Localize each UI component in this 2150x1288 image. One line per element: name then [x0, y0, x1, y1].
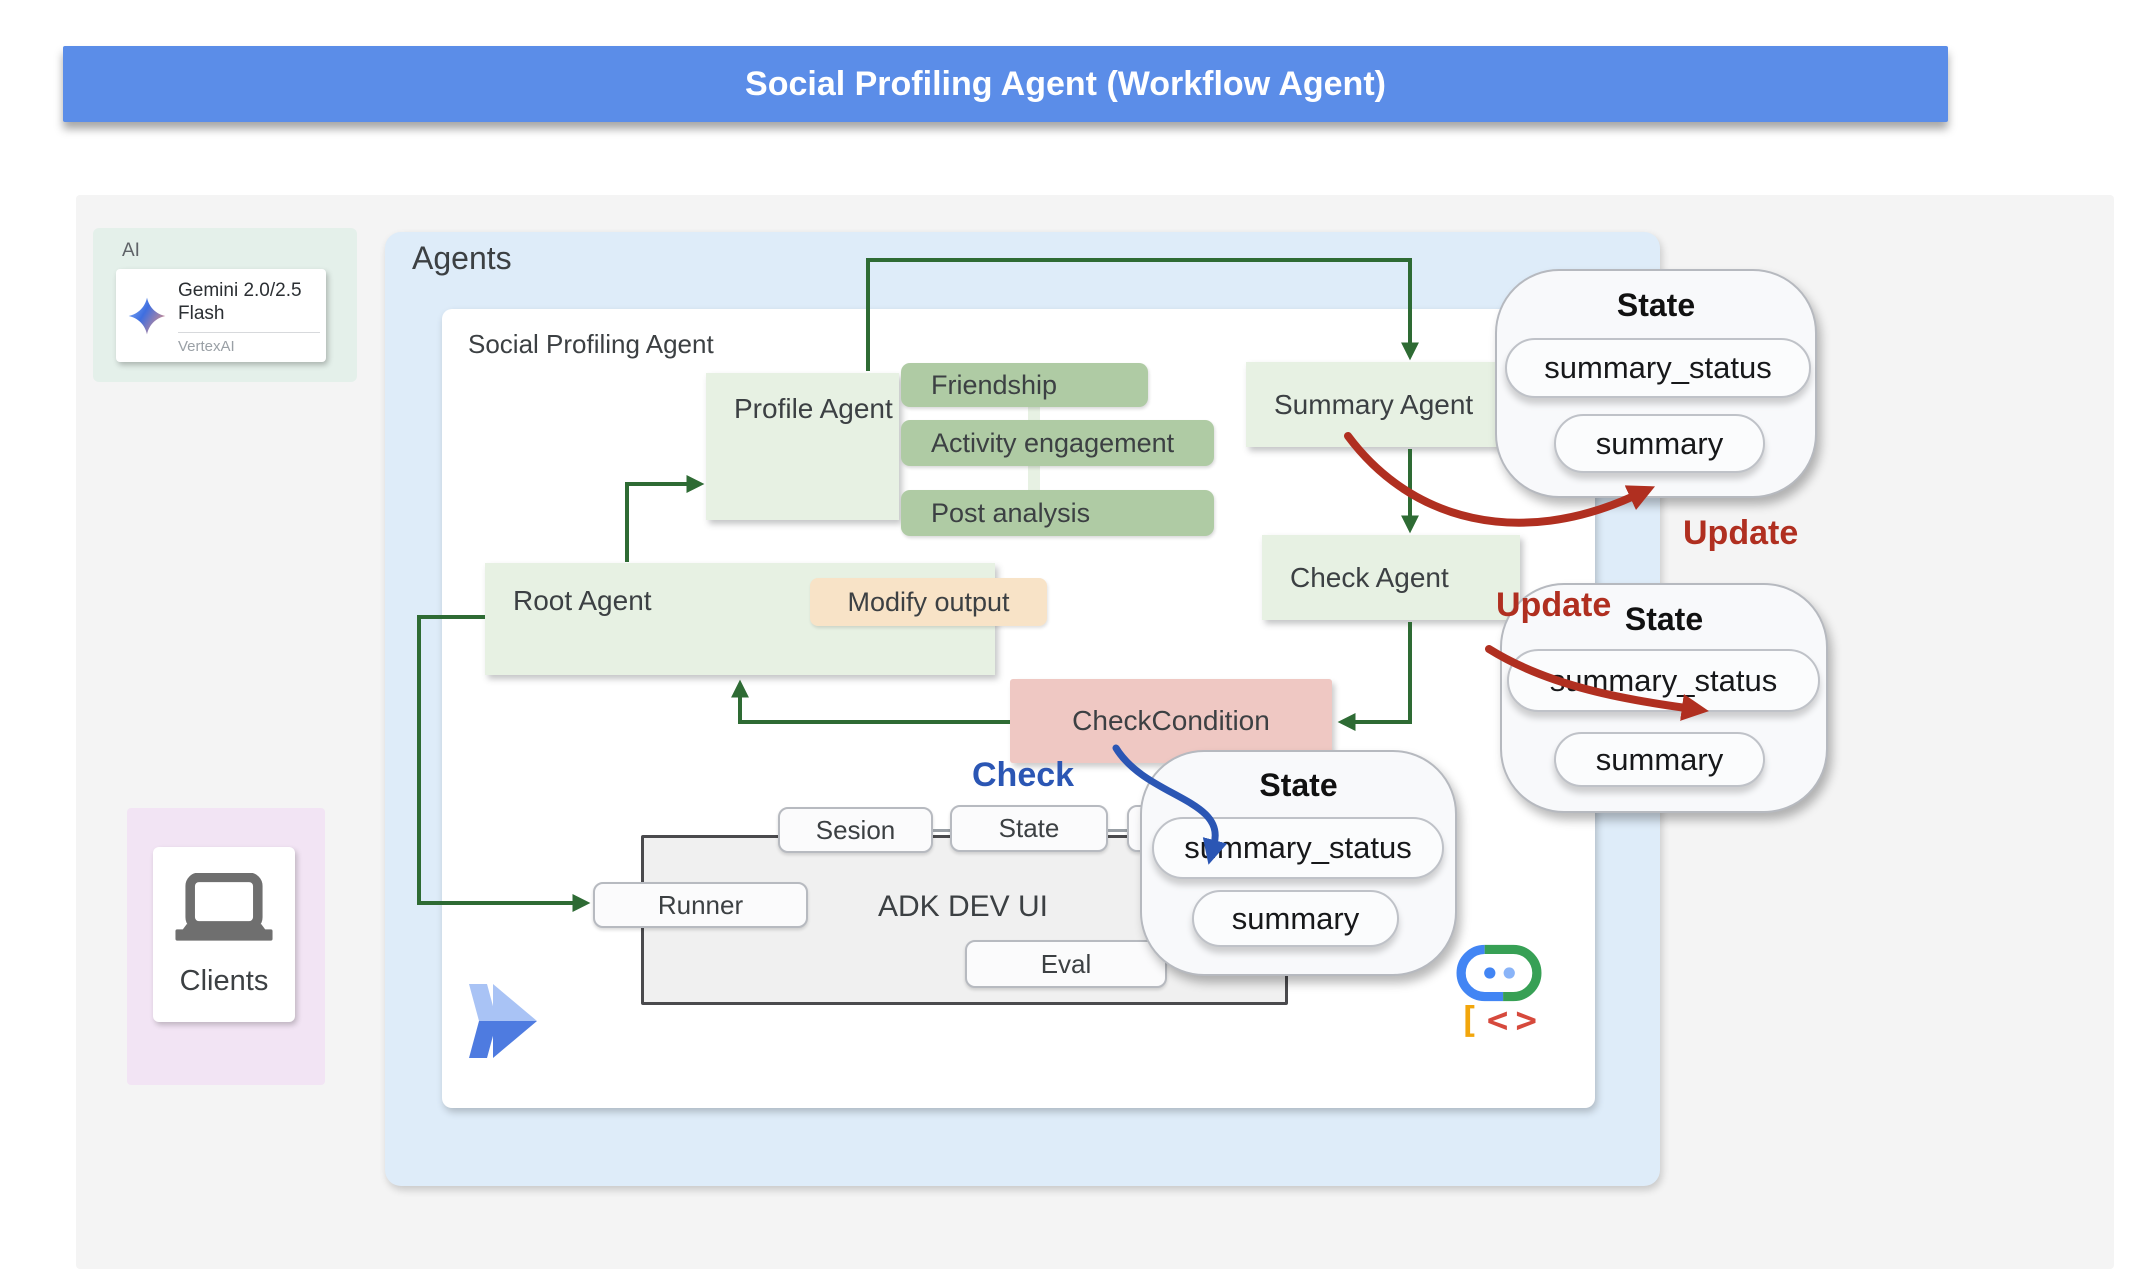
profile-agent-node: Profile Agent: [706, 373, 899, 520]
provider-name: VertexAI: [178, 338, 235, 355]
pill-connector: [933, 829, 950, 832]
model-name: Gemini 2.0/2.5 Flash: [178, 280, 302, 324]
summary-agent-node: Summary Agent: [1246, 362, 1500, 447]
state-card-title: State: [1616, 287, 1696, 323]
state-key-summary-status: summary_status: [1507, 649, 1820, 712]
state-key-summary-status: summary_status: [1505, 338, 1811, 398]
task-pill-activity-engagement: Activity engagement: [901, 420, 1214, 466]
adk-bot-icon: [1456, 944, 1542, 1007]
laptop-icon: [175, 873, 273, 941]
state-pill: State: [950, 805, 1108, 852]
check-label: Check: [972, 756, 1075, 794]
session-pill: Sesion: [778, 807, 933, 853]
profile-agent-label: Profile Agent: [734, 393, 893, 424]
state-key-summary: summary: [1554, 732, 1765, 787]
runner-pill: Runner: [593, 882, 808, 928]
task-pill-friendship: Friendship: [901, 363, 1148, 407]
state-key-summary: summary: [1192, 890, 1399, 947]
title-bar: Social Profiling Agent (Workflow Agent): [63, 46, 1948, 122]
clients-card: Clients: [127, 808, 325, 1085]
ai-section-label: AI: [122, 240, 140, 261]
state-card-title: State: [1259, 767, 1338, 803]
page-title: Social Profiling Agent (Workflow Agent): [745, 64, 1386, 103]
root-agent-label: Root Agent: [513, 585, 652, 616]
check-agent-label: Check Agent: [1290, 562, 1449, 593]
gemini-model-card: Gemini 2.0/2.5 Flash VertexAI: [116, 269, 326, 362]
state-key-summary: summary: [1554, 414, 1765, 473]
summary-agent-label: Summary Agent: [1274, 389, 1474, 420]
ai-card: AI Gemini 2.0/2.5 Flash: [93, 228, 357, 382]
adk-bot-glyphs: [<>: [1458, 1000, 1545, 1041]
adk-dev-ui-title: ADK DEV UI: [877, 890, 1049, 923]
state-card-top: State summary_status summary: [1495, 269, 1817, 498]
modify-output-pill: Modify output: [810, 578, 1047, 626]
update-label-middle: Update: [1496, 586, 1612, 624]
eval-pill: Eval: [965, 940, 1167, 988]
check-agent-node: Check Agent: [1262, 535, 1520, 620]
adk-logo-icon: [463, 982, 539, 1065]
gemini-sparkle-icon: [116, 269, 178, 362]
clients-label: Clients: [179, 965, 269, 997]
clients-inner-card: Clients: [153, 847, 295, 1022]
state-card-title: State: [1624, 601, 1704, 637]
update-label-top: Update: [1683, 514, 1799, 552]
divider: [178, 332, 320, 333]
task-pill-post-analysis: Post analysis: [901, 490, 1214, 536]
social-profiling-agent-title: Social Profiling Agent: [468, 329, 714, 359]
agents-panel-title: Agents: [412, 240, 512, 276]
state-card-bottom: State summary_status summary: [1140, 750, 1457, 976]
state-key-summary-status: summary_status: [1152, 817, 1444, 879]
pill-connector: [1108, 829, 1127, 832]
